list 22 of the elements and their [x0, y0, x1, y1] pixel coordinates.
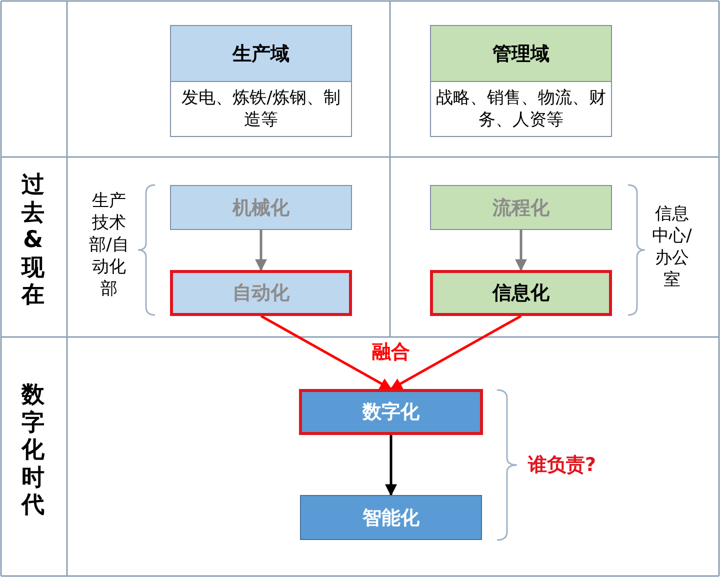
domain-description: 发电、炼铁/炼钢、制造等 [180, 86, 342, 132]
arrow [260, 314, 392, 390]
domain-card [430, 25, 612, 137]
domain-title: 生产域 [171, 26, 351, 82]
process-box: 机械化 [170, 185, 352, 230]
process-box: 智能化 [300, 495, 482, 540]
row-header: 过去&现在 [20, 172, 46, 310]
process-box: 自动化 [170, 270, 352, 316]
department-note: 信息中心/办公室 [651, 203, 693, 292]
row-header: 数字化时代 [20, 382, 46, 520]
domain-title: 管理域 [431, 26, 611, 82]
domain-description: 战略、销售、物流、财务、人资等 [435, 86, 607, 132]
process-box: 数字化 [299, 389, 483, 435]
department-note: 生产技术部/自动化部 [88, 190, 130, 300]
process-box: 信息化 [430, 270, 612, 316]
arrow [390, 314, 522, 390]
domain-card [170, 25, 352, 137]
question-note: 谁负责? [528, 453, 598, 478]
arrow [255, 230, 267, 272]
arrow [385, 435, 397, 496]
process-box: 流程化 [430, 185, 612, 230]
arrow [515, 230, 527, 272]
